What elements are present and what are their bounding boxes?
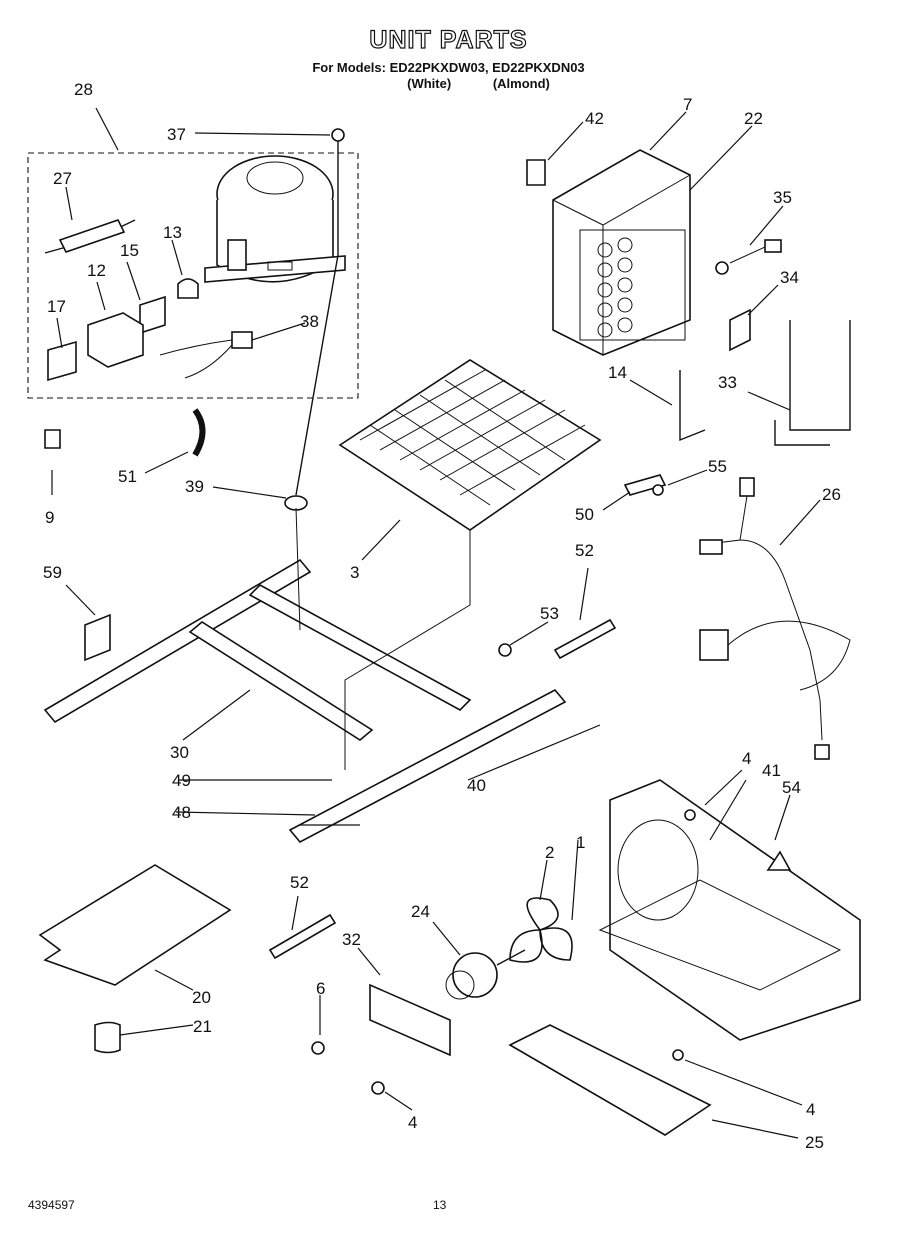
callout-4-upper: 4: [742, 749, 751, 768]
grommet-54: [766, 850, 792, 871]
guide-lines: [295, 507, 471, 770]
callout-4-lower: 4: [408, 1113, 417, 1132]
tube-51: [192, 408, 206, 457]
color-white-label: (White): [407, 76, 452, 91]
drier-27: [44, 219, 136, 254]
callout-34: 34: [780, 268, 799, 287]
callout-40: 40: [467, 776, 486, 795]
models-line: For Models: ED22PKXDW03, ED22PKXDN03: [312, 60, 585, 75]
tube-33: [774, 320, 851, 446]
clip-13: [177, 278, 199, 299]
tie-52-lower: [268, 913, 337, 960]
bracket-34: [729, 308, 751, 352]
condenser-7: [552, 149, 691, 356]
tie-52-upper: [553, 618, 617, 660]
suction-line-37: [295, 140, 339, 496]
callout-55: 55: [708, 457, 727, 476]
callout-51: 51: [118, 467, 137, 486]
callout-33: 33: [718, 373, 737, 392]
callout-2: 2: [545, 843, 554, 862]
model-colors: (White) (Almond): [30, 76, 897, 91]
callout-48: 48: [172, 803, 191, 822]
screw-4-lower: [371, 1081, 385, 1095]
callout-53: 53: [540, 604, 559, 623]
shroud-41: [598, 779, 861, 1041]
leader-lines: [51, 107, 821, 1139]
evaporator-coil-22: [597, 237, 633, 338]
callout-9: 9: [45, 508, 54, 527]
callout-1: 1: [576, 833, 585, 852]
callout-6: 6: [316, 979, 325, 998]
wire-harness-38: [159, 331, 253, 379]
cover-20: [38, 864, 232, 986]
callout-7: 7: [683, 95, 692, 114]
screw-37: [331, 128, 345, 142]
screw-4-upper: [684, 809, 696, 821]
callout-50: 50: [575, 505, 594, 524]
callout-35: 35: [773, 188, 792, 207]
page-title: UNIT PARTS: [369, 25, 528, 54]
screw-4-right: [672, 1049, 684, 1061]
callout-42: 42: [585, 109, 604, 128]
page-number: 13: [433, 1198, 447, 1212]
callout-26: 26: [822, 485, 841, 504]
callout-15: 15: [120, 241, 139, 260]
callout-20: 20: [192, 988, 211, 1007]
callout-27: 27: [53, 169, 72, 188]
callout-24: 24: [411, 902, 430, 921]
callout-41: 41: [762, 761, 781, 780]
cover-17: [47, 340, 77, 382]
grommet-9: [44, 429, 61, 449]
callout-4-right: 4: [806, 1100, 815, 1119]
callout-12: 12: [87, 261, 106, 280]
callout-30: 30: [170, 743, 189, 762]
callout-38: 38: [300, 312, 319, 331]
callout-49: 49: [172, 771, 191, 790]
fan-motor-24: [445, 949, 526, 1000]
callout-3: 3: [350, 563, 359, 582]
bracket-32: [369, 983, 451, 1057]
callout-52-lower: 52: [290, 873, 309, 892]
grommet-39: [284, 495, 308, 511]
clip-42: [526, 159, 546, 186]
relay-12: [87, 312, 144, 368]
sensor-35: [715, 239, 782, 275]
callout-52-upper: 52: [575, 541, 594, 560]
base-rails-30: [43, 558, 567, 844]
screw-6: [311, 1041, 325, 1055]
callout-54: 54: [782, 778, 801, 797]
callout-37: 37: [167, 125, 186, 144]
document-part-number: 4394597: [28, 1198, 75, 1212]
color-almond-label: (Almond): [492, 76, 550, 91]
callout-21: 21: [193, 1017, 212, 1036]
fan-blade-2: [509, 897, 573, 963]
callout-28: 28: [74, 80, 93, 99]
callout-14: 14: [608, 363, 627, 382]
screw-55: [652, 484, 664, 496]
callout-39: 39: [185, 477, 204, 496]
callout-17: 17: [47, 297, 66, 316]
compressor-kit-group-box: [27, 152, 359, 399]
condenser-coil-3: [338, 359, 602, 531]
bracket-59: [84, 613, 111, 662]
callout-22: 22: [744, 109, 763, 128]
compressor: [204, 155, 346, 283]
callout-59: 59: [43, 563, 62, 582]
callout-25: 25: [805, 1133, 824, 1152]
clip-50: [623, 474, 667, 496]
screw-53: [498, 643, 512, 657]
wiring-harness-26: [699, 477, 851, 760]
callout-13: 13: [163, 223, 182, 242]
tube-14: [679, 370, 706, 442]
drain-tray-25: [508, 1024, 712, 1136]
callout-32: 32: [342, 930, 361, 949]
spring-21: [94, 1021, 121, 1054]
